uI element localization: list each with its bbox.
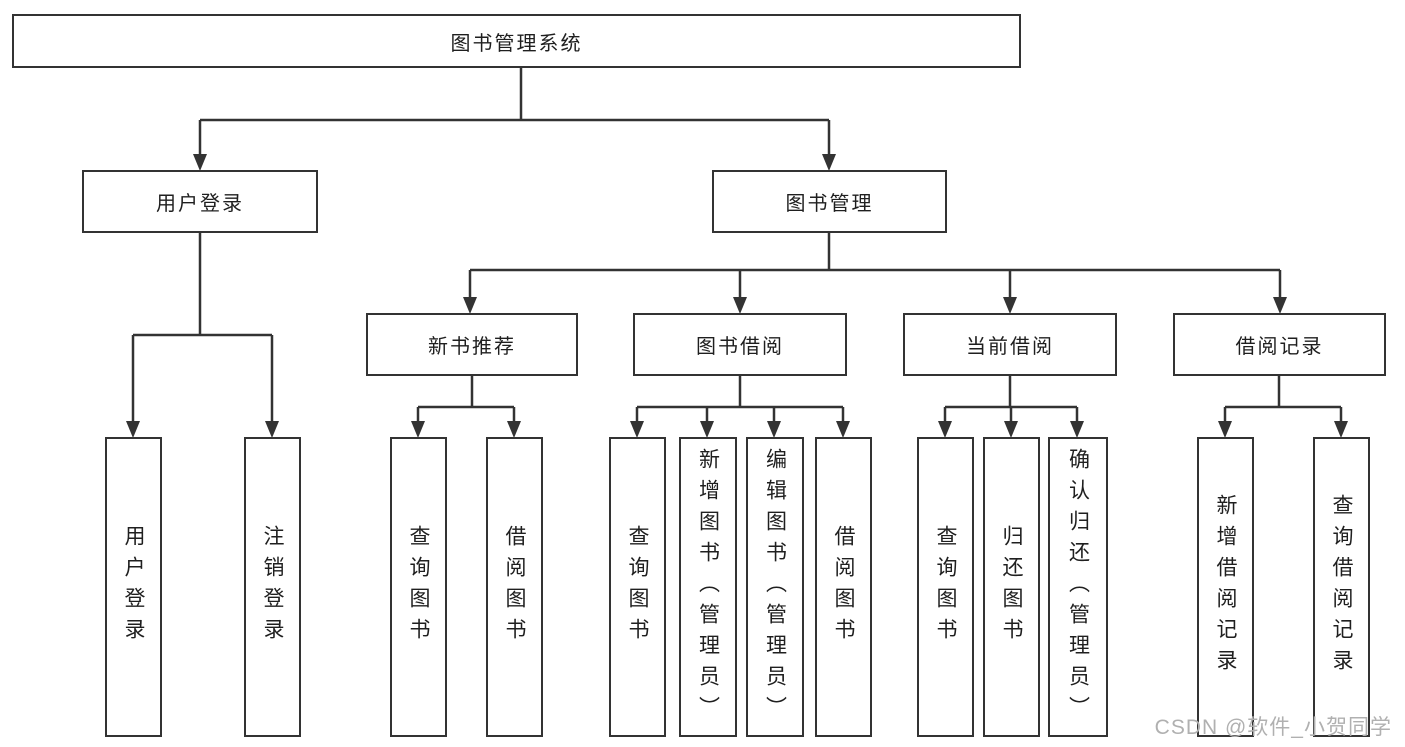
leaf-add-book-admin: 新增图书（管理员） bbox=[679, 437, 737, 737]
node-borrow-records: 借阅记录 bbox=[1173, 313, 1386, 376]
leaf-edit-book-admin: 编辑图书（管理员） bbox=[746, 437, 804, 737]
connector-bookmgmt-to-level3 bbox=[468, 233, 1282, 297]
leaf-confirm-return-admin: 确认归还（管理员） bbox=[1048, 437, 1108, 737]
leaf-query-books-current-label: 查询图书 bbox=[934, 525, 957, 649]
leaf-user-login: 用户登录 bbox=[105, 437, 162, 737]
leaf-query-borrow-record-label: 查询借阅记录 bbox=[1330, 494, 1353, 680]
leaf-logout-label: 注销登录 bbox=[261, 525, 284, 649]
leaf-return-books: 归还图书 bbox=[983, 437, 1040, 737]
leaf-borrow-books-recommend: 借阅图书 bbox=[486, 437, 543, 737]
node-book-borrow: 图书借阅 bbox=[633, 313, 847, 376]
leaf-return-books-label: 归还图书 bbox=[1000, 525, 1023, 649]
node-new-book-recommend: 新书推荐 bbox=[366, 313, 578, 376]
leaf-confirm-return-admin-label: 确认归还（管理员） bbox=[1066, 447, 1090, 727]
node-book-management: 图书管理 bbox=[712, 170, 947, 233]
connector-borrow-to-children bbox=[635, 376, 845, 422]
connector-newbook-to-children bbox=[416, 376, 516, 422]
leaf-query-books-recommend: 查询图书 bbox=[390, 437, 447, 737]
leaf-edit-book-admin-label: 编辑图书（管理员） bbox=[763, 447, 787, 727]
leaf-query-books-borrow-label: 查询图书 bbox=[626, 525, 649, 649]
connector-current-to-children bbox=[943, 376, 1079, 422]
leaf-query-books-current: 查询图书 bbox=[917, 437, 974, 737]
leaf-add-book-admin-label: 新增图书（管理员） bbox=[696, 447, 720, 727]
leaf-user-login-label: 用户登录 bbox=[122, 525, 145, 649]
connector-userlogin-to-children bbox=[131, 233, 274, 421]
connector-records-to-children bbox=[1223, 376, 1343, 422]
leaf-query-books-borrow: 查询图书 bbox=[609, 437, 666, 737]
arrowhead-icons bbox=[126, 154, 1348, 438]
leaf-query-borrow-record: 查询借阅记录 bbox=[1313, 437, 1370, 737]
node-current-borrow: 当前借阅 bbox=[903, 313, 1117, 376]
leaf-borrow-books-recommend-label: 借阅图书 bbox=[503, 525, 526, 649]
connector-root-to-level2 bbox=[198, 68, 831, 154]
leaf-query-books-recommend-label: 查询图书 bbox=[407, 525, 430, 649]
node-library-management-system: 图书管理系统 bbox=[12, 14, 1021, 68]
leaf-add-borrow-record: 新增借阅记录 bbox=[1197, 437, 1254, 737]
node-user-login: 用户登录 bbox=[82, 170, 318, 233]
leaf-logout: 注销登录 bbox=[244, 437, 301, 737]
leaf-borrow-books: 借阅图书 bbox=[815, 437, 872, 737]
leaf-borrow-books-label: 借阅图书 bbox=[832, 525, 855, 649]
leaf-add-borrow-record-label: 新增借阅记录 bbox=[1214, 494, 1237, 680]
